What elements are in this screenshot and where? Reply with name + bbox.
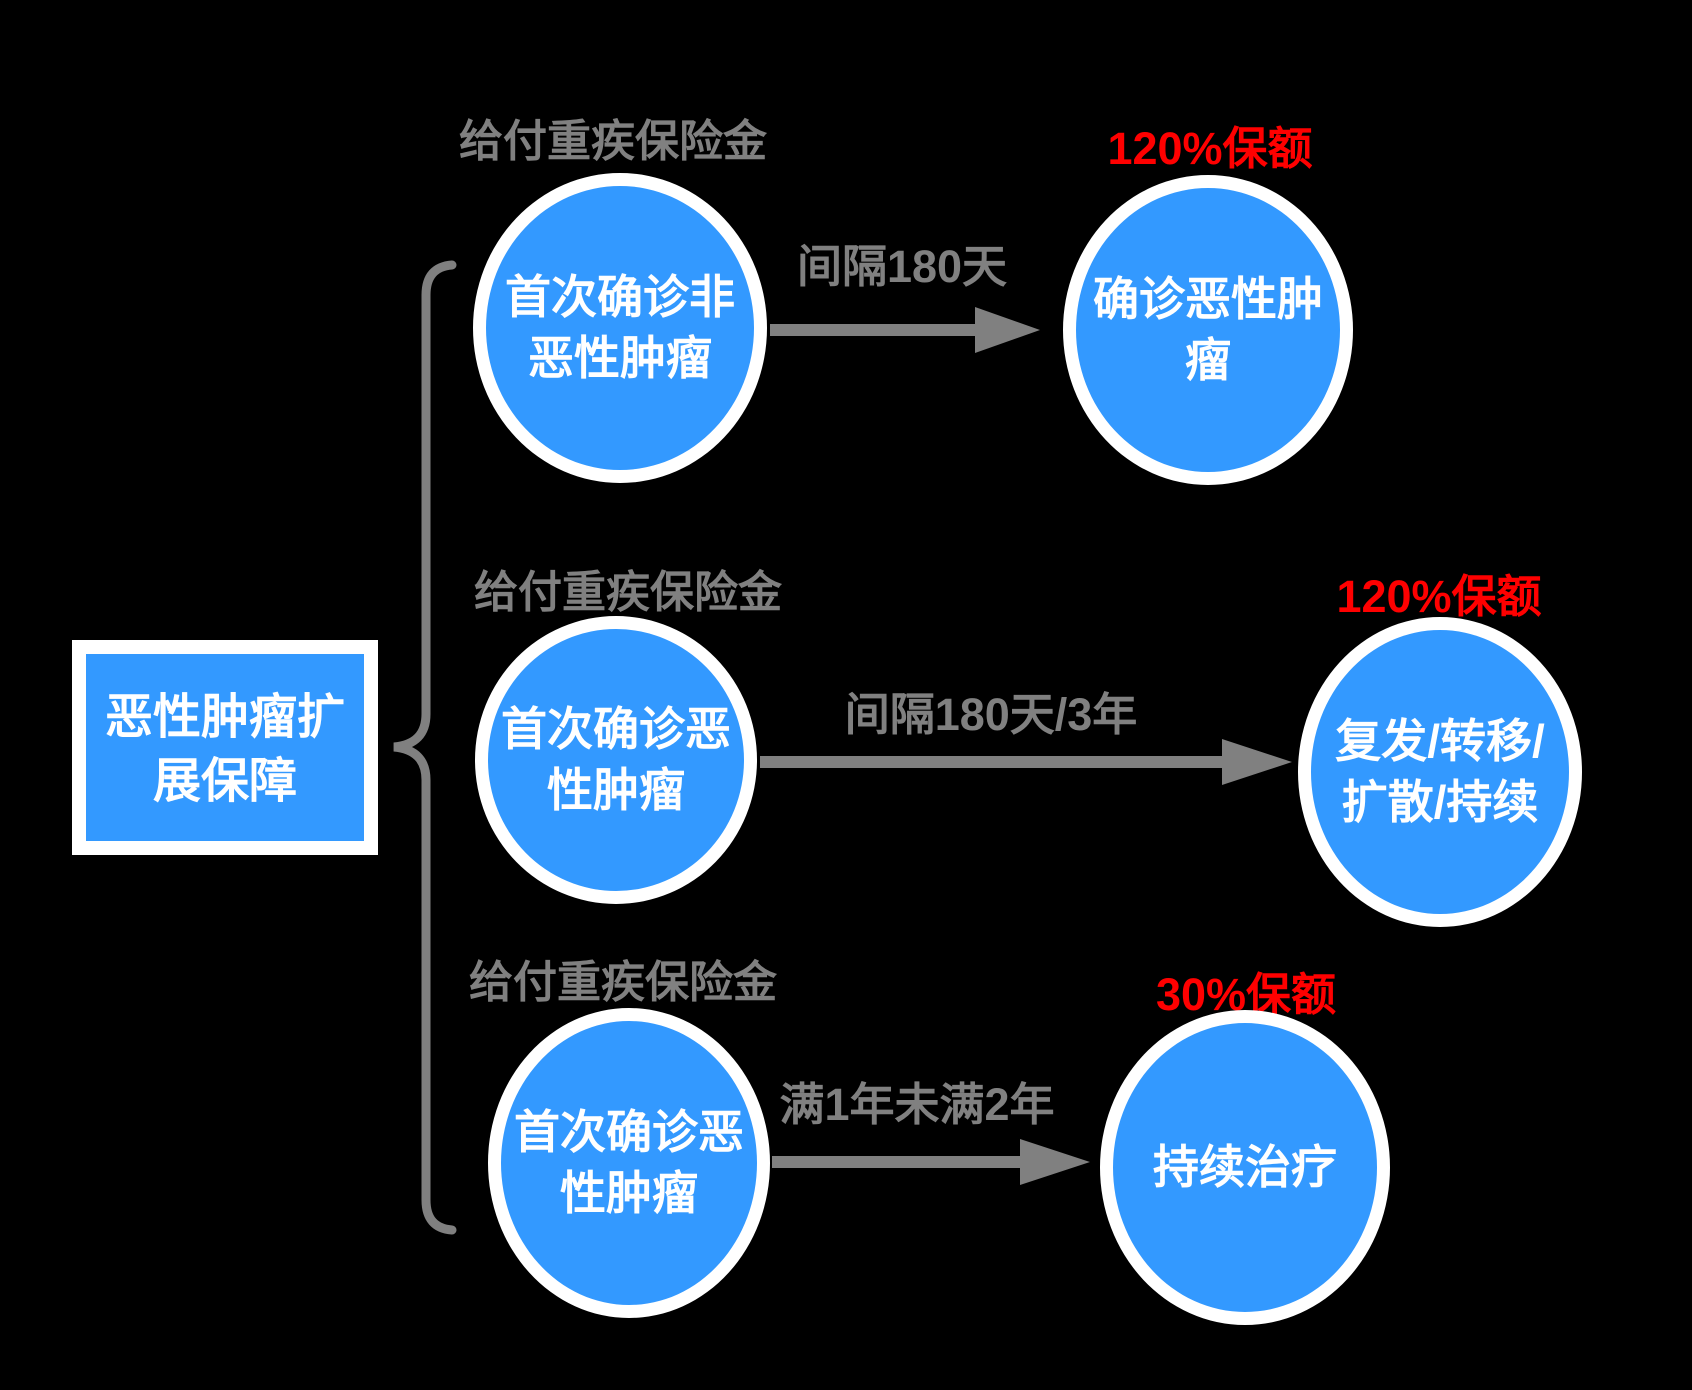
node-text-line: 展保障 bbox=[152, 754, 297, 808]
node-text-line: 性肿瘤 bbox=[547, 764, 685, 816]
arrow-label-row3: 满1年未满2年 bbox=[779, 1079, 1055, 1130]
node-relapse-metastasis: 复发/转移/ 扩散/持续 bbox=[1298, 617, 1582, 927]
node-diagnosis-malignant: 确诊恶性肿 瘤 bbox=[1063, 175, 1353, 485]
node-first-diagnosis-malignant-row3: 首次确诊恶 性肿瘤 bbox=[488, 1008, 770, 1318]
node-text-line: 复发/转移/ bbox=[1335, 715, 1545, 768]
node-source-text-row3: 首次确诊恶 性肿瘤 bbox=[514, 1102, 744, 1223]
node-target-text-row3: 持续治疗 bbox=[1153, 1137, 1337, 1198]
benefit-label-row1: 给付重疾保险金 bbox=[459, 117, 767, 166]
curly-brace bbox=[393, 260, 457, 1235]
benefit-label-row2: 给付重疾保险金 bbox=[474, 568, 782, 617]
node-text-line: 性肿瘤 bbox=[560, 1167, 698, 1219]
node-first-diagnosis-non-malignant: 首次确诊非 恶性肿瘤 bbox=[473, 173, 767, 483]
payout-label-row2: 120%保额 bbox=[1336, 571, 1542, 622]
node-text-line: 扩散/持续 bbox=[1341, 776, 1539, 828]
arrow-row2-head-icon bbox=[1222, 739, 1292, 785]
arrow-label-row1: 间隔180天 bbox=[796, 241, 1008, 292]
node-continuous-treatment: 持续治疗 bbox=[1100, 1010, 1390, 1325]
node-text-line: 首次确诊非 bbox=[505, 271, 735, 324]
node-source-text-row2: 首次确诊恶 性肿瘤 bbox=[501, 699, 731, 820]
node-first-diagnosis-malignant-row2: 首次确诊恶 性肿瘤 bbox=[475, 616, 757, 904]
node-target-text-row2: 复发/转移/ 扩散/持续 bbox=[1335, 711, 1545, 832]
node-text-line: 恶性肿瘤 bbox=[528, 332, 712, 384]
node-text-line: 持续治疗 bbox=[1153, 1141, 1337, 1194]
node-text-line: 确诊恶性肿 bbox=[1093, 273, 1323, 326]
arrow-row1-head-icon bbox=[975, 307, 1040, 353]
benefit-label-row3: 给付重疾保险金 bbox=[469, 958, 777, 1007]
node-text-line: 恶性肿瘤扩 bbox=[104, 691, 345, 745]
node-text-line: 瘤 bbox=[1185, 334, 1231, 386]
payout-label-row1: 120%保额 bbox=[1107, 123, 1313, 174]
node-root-coverage: 恶性肿瘤扩 展保障 bbox=[72, 640, 378, 855]
node-text-line: 首次确诊恶 bbox=[514, 1106, 744, 1159]
arrow-label-row2: 间隔180天/3年 bbox=[844, 689, 1138, 740]
node-root-text: 恶性肿瘤扩 展保障 bbox=[105, 686, 345, 813]
node-source-text-row1: 首次确诊非 恶性肿瘤 bbox=[505, 267, 735, 388]
node-target-text-row1: 确诊恶性肿 瘤 bbox=[1093, 269, 1323, 390]
arrow-row3-head-icon bbox=[1020, 1139, 1090, 1185]
node-text-line: 首次确诊恶 bbox=[501, 703, 731, 756]
